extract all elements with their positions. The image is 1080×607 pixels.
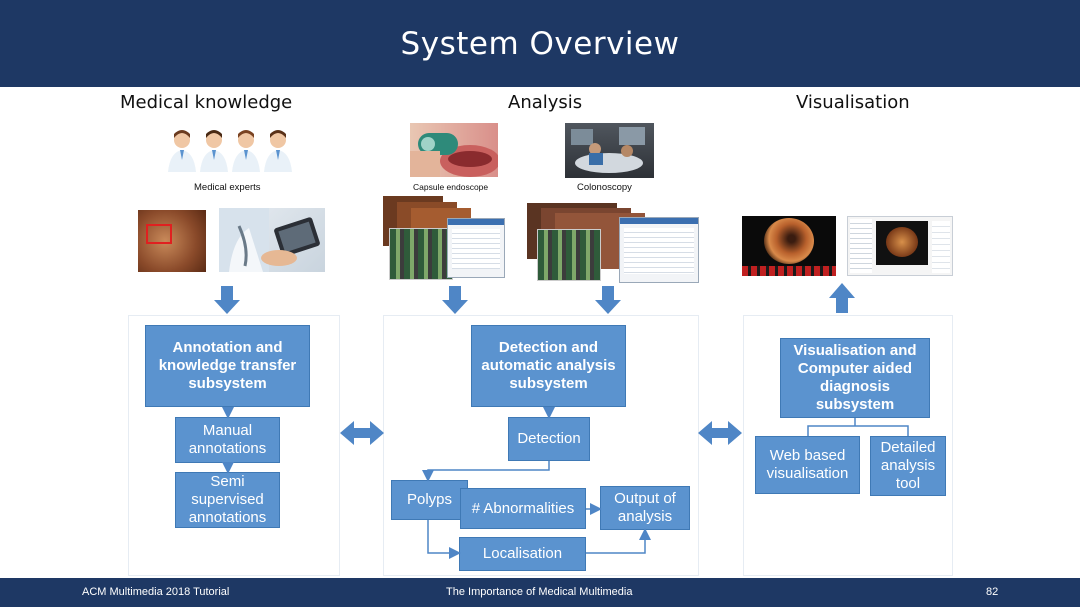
double-arrow-right [698, 421, 742, 445]
capsule-endoscope-image [410, 123, 498, 177]
double-arrow-left [340, 421, 384, 445]
footer-center-text: The Importance of Medical Multimedia [446, 586, 633, 598]
column-heading-analysis: Analysis [508, 92, 583, 113]
column-heading-medical-knowledge: Medical knowledge [120, 92, 293, 113]
up-arrow-visualisation [829, 283, 855, 313]
caption-colonoscopy: Colonoscopy [577, 182, 632, 193]
footer-left-text: ACM Multimedia 2018 Tutorial [82, 586, 230, 598]
colonoscopy-analysis-screenshots [527, 203, 699, 283]
box-polyps: Polyps [391, 480, 468, 520]
visualisation-video-image [742, 216, 836, 276]
doctor-tablet-image [219, 208, 325, 272]
column-heading-visualisation: Visualisation [796, 92, 910, 113]
endoscopy-annotated-image [138, 210, 206, 272]
box-detailed-analysis-tool: Detailed analysis tool [870, 436, 946, 496]
down-arrow-capsule [442, 286, 468, 314]
slide-footer: ACM Multimedia 2018 Tutorial The Importa… [0, 578, 1080, 607]
box-web-based-visualisation: Web based visualisation [755, 436, 860, 494]
box-visualisation-subsystem: Visualisation and Computer aided diagnos… [780, 338, 930, 418]
box-detection: Detection [508, 417, 590, 461]
colonoscopy-image [565, 123, 654, 178]
caption-medical-experts: Medical experts [194, 182, 261, 193]
medical-experts-image [166, 128, 294, 172]
box-semi-supervised-annotations: Semi supervised annotations [175, 472, 280, 528]
slide-header: System Overview [0, 0, 1080, 87]
caption-capsule-endoscope: Capsule endoscope [413, 182, 489, 192]
box-detection-subsystem: Detection and automatic analysis subsyst… [471, 325, 626, 407]
page-number: 82 [986, 586, 999, 598]
box-abnormalities: # Abnormalities [460, 488, 586, 529]
box-localisation: Localisation [459, 537, 586, 571]
slide-title: System Overview [400, 25, 680, 62]
visualisation-tool-image [847, 216, 953, 276]
box-output-of-analysis: Output of analysis [600, 486, 690, 530]
box-manual-annotations: Manual annotations [175, 417, 280, 463]
capsule-analysis-screenshots [383, 196, 505, 284]
down-arrow-medical [214, 286, 240, 314]
down-arrow-colonoscopy [595, 286, 621, 314]
box-annotation-subsystem: Annotation and knowledge transfer subsys… [145, 325, 310, 407]
